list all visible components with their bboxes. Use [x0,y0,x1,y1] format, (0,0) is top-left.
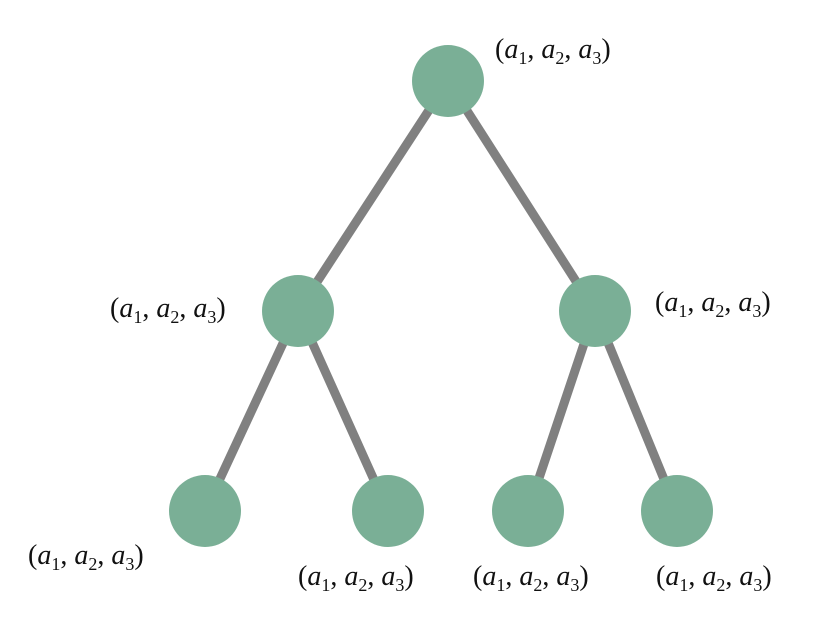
node-label-left: (a1, a2, a3) [110,293,226,327]
node-right [559,275,631,347]
node-label-root: (a1, a2, a3) [495,34,611,68]
edge-left-to-left-right [293,309,393,513]
edge-left-to-left-left [200,309,303,513]
node-left [262,275,334,347]
edge-root-to-right [444,78,599,314]
node-root [412,45,484,117]
node-left-right [352,475,424,547]
tree-nodes [169,45,713,547]
node-right-right [641,475,713,547]
node-left-left [169,475,241,547]
node-label-left-left: (a1, a2, a3) [28,540,144,574]
node-label-right-right: (a1, a2, a3) [656,561,772,595]
node-label-left-right: (a1, a2, a3) [298,561,414,595]
node-label-right-left: (a1, a2, a3) [473,561,589,595]
edge-right-to-right-right [590,309,682,513]
node-label-right: (a1, a2, a3) [655,287,771,321]
edge-root-to-left [294,78,452,314]
node-right-left [492,475,564,547]
